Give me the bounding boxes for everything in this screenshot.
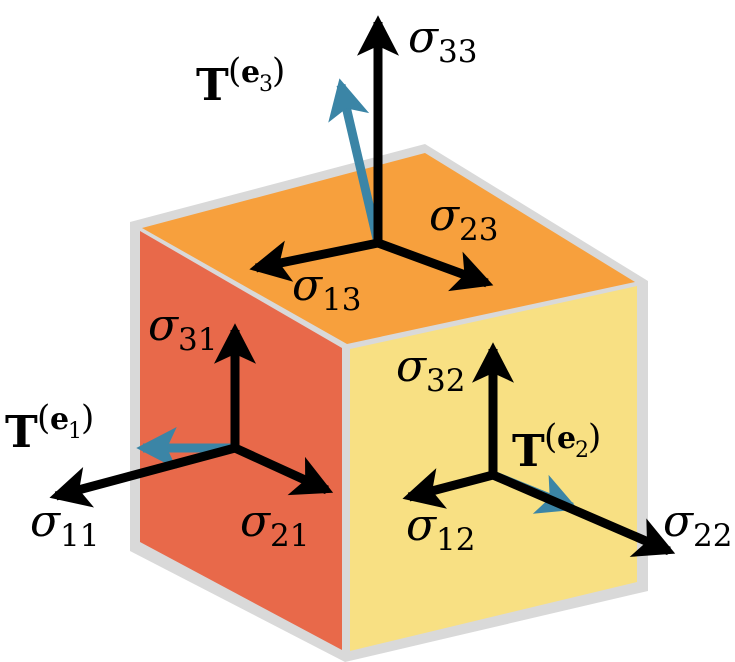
label-sigma-32: σ 32: [396, 341, 465, 399]
label-sigma-32-base: σ: [396, 341, 428, 392]
sigma-23-arrow: [376, 238, 494, 292]
label-sigma-33-base: σ: [408, 12, 440, 63]
cube-face-left: [140, 231, 342, 650]
label-traction-e3: T ( e 3 ): [196, 51, 285, 111]
label-traction-e1: T ( e 1 ): [5, 398, 94, 458]
top-face-vector-group: [249, 15, 494, 292]
label-sigma-23-base: σ: [429, 190, 461, 241]
label-sigma-11: σ 11: [30, 496, 99, 554]
label-sigma-33: σ 33: [408, 12, 477, 70]
label-traction-e1-index: 1: [68, 419, 82, 444]
sigma-13-arrow: [249, 238, 379, 282]
label-traction-e3-base: T: [196, 60, 229, 111]
label-traction-e2-base: T: [512, 426, 545, 477]
label-sigma-22-sub: 22: [693, 518, 732, 554]
sigma-21-arrow: [233, 443, 334, 496]
label-traction-e3-basis: e: [241, 55, 260, 90]
left-face-vector-group: [49, 323, 334, 508]
label-sigma-22: σ 22: [663, 496, 732, 554]
sigma-11-arrow: [49, 443, 237, 508]
label-traction-e2-close-paren: ): [588, 417, 601, 457]
label-traction-e1-open-paren: (: [37, 398, 50, 438]
label-sigma-13-base: σ: [292, 260, 324, 311]
label-traction-e2-basis: e: [557, 421, 576, 456]
label-sigma-21-sub: 21: [270, 518, 309, 554]
label-sigma-12-sub: 12: [436, 522, 475, 558]
label-sigma-23: σ 23: [429, 190, 498, 248]
label-sigma-11-base: σ: [30, 496, 62, 547]
traction-vector-e3: [328, 78, 383, 245]
label-sigma-23-sub: 23: [459, 212, 498, 248]
label-sigma-13-sub: 13: [322, 282, 361, 318]
label-sigma-22-base: σ: [663, 496, 695, 547]
label-sigma-12-base: σ: [406, 500, 438, 551]
label-traction-e2-index: 2: [575, 438, 589, 463]
stress-element-cube: [130, 144, 648, 662]
label-sigma-32-sub: 32: [426, 363, 465, 399]
label-traction-e1-base: T: [5, 407, 38, 458]
label-traction-e3-close-paren: ): [272, 51, 285, 91]
label-sigma-13: σ 13: [292, 260, 361, 318]
label-traction-e1-basis: e: [50, 402, 69, 437]
label-sigma-31-base: σ: [148, 300, 180, 351]
sigma-22-arrow: [491, 470, 676, 557]
label-traction-e2-open-paren: (: [544, 417, 557, 457]
label-traction-e3-open-paren: (: [228, 51, 241, 91]
label-traction-e1-close-paren: ): [81, 398, 94, 438]
label-traction-e2: T ( e 2 ): [512, 417, 601, 477]
right-face-vector-group: [402, 342, 676, 557]
label-sigma-21: σ 21: [240, 496, 309, 554]
label-traction-e3-index: 3: [259, 72, 273, 97]
label-sigma-12: σ 12: [406, 500, 475, 558]
label-sigma-33-sub: 33: [438, 34, 477, 70]
label-sigma-21-base: σ: [240, 496, 272, 547]
label-sigma-31: σ 31: [148, 300, 217, 358]
sigma-12-arrow: [402, 468, 495, 509]
label-sigma-11-sub: 11: [60, 518, 99, 554]
label-sigma-31-sub: 31: [178, 322, 217, 358]
